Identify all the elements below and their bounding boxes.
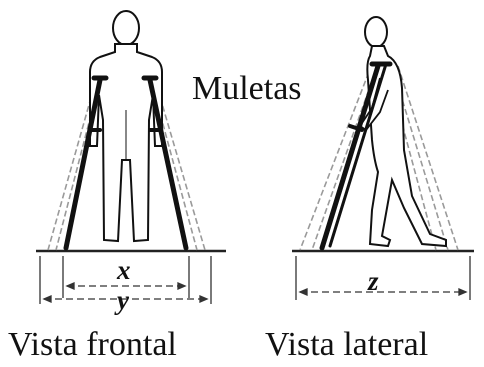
side-person-outline bbox=[358, 16, 447, 248]
side-view-figure bbox=[295, 16, 471, 300]
front-head bbox=[112, 10, 140, 46]
front-view-figure bbox=[39, 10, 212, 304]
front-dimension-lines bbox=[39, 256, 212, 304]
front-crutches bbox=[63, 75, 189, 251]
dimension-z-label: z bbox=[368, 266, 379, 296]
front-person-outline bbox=[89, 10, 163, 243]
crutches-label: Muletas bbox=[192, 70, 302, 107]
dimension-x-label: x bbox=[117, 255, 131, 285]
side-dimension-lines bbox=[295, 256, 471, 300]
side-body bbox=[366, 45, 447, 248]
side-view-caption: Vista lateral bbox=[265, 326, 429, 363]
front-view-caption: Vista frontal bbox=[8, 326, 177, 363]
front-right-crutch bbox=[147, 77, 189, 251]
side-crutch bbox=[319, 61, 393, 251]
front-left-crutch bbox=[63, 77, 103, 251]
side-head bbox=[364, 16, 388, 48]
dimension-y-label: y bbox=[117, 285, 129, 315]
